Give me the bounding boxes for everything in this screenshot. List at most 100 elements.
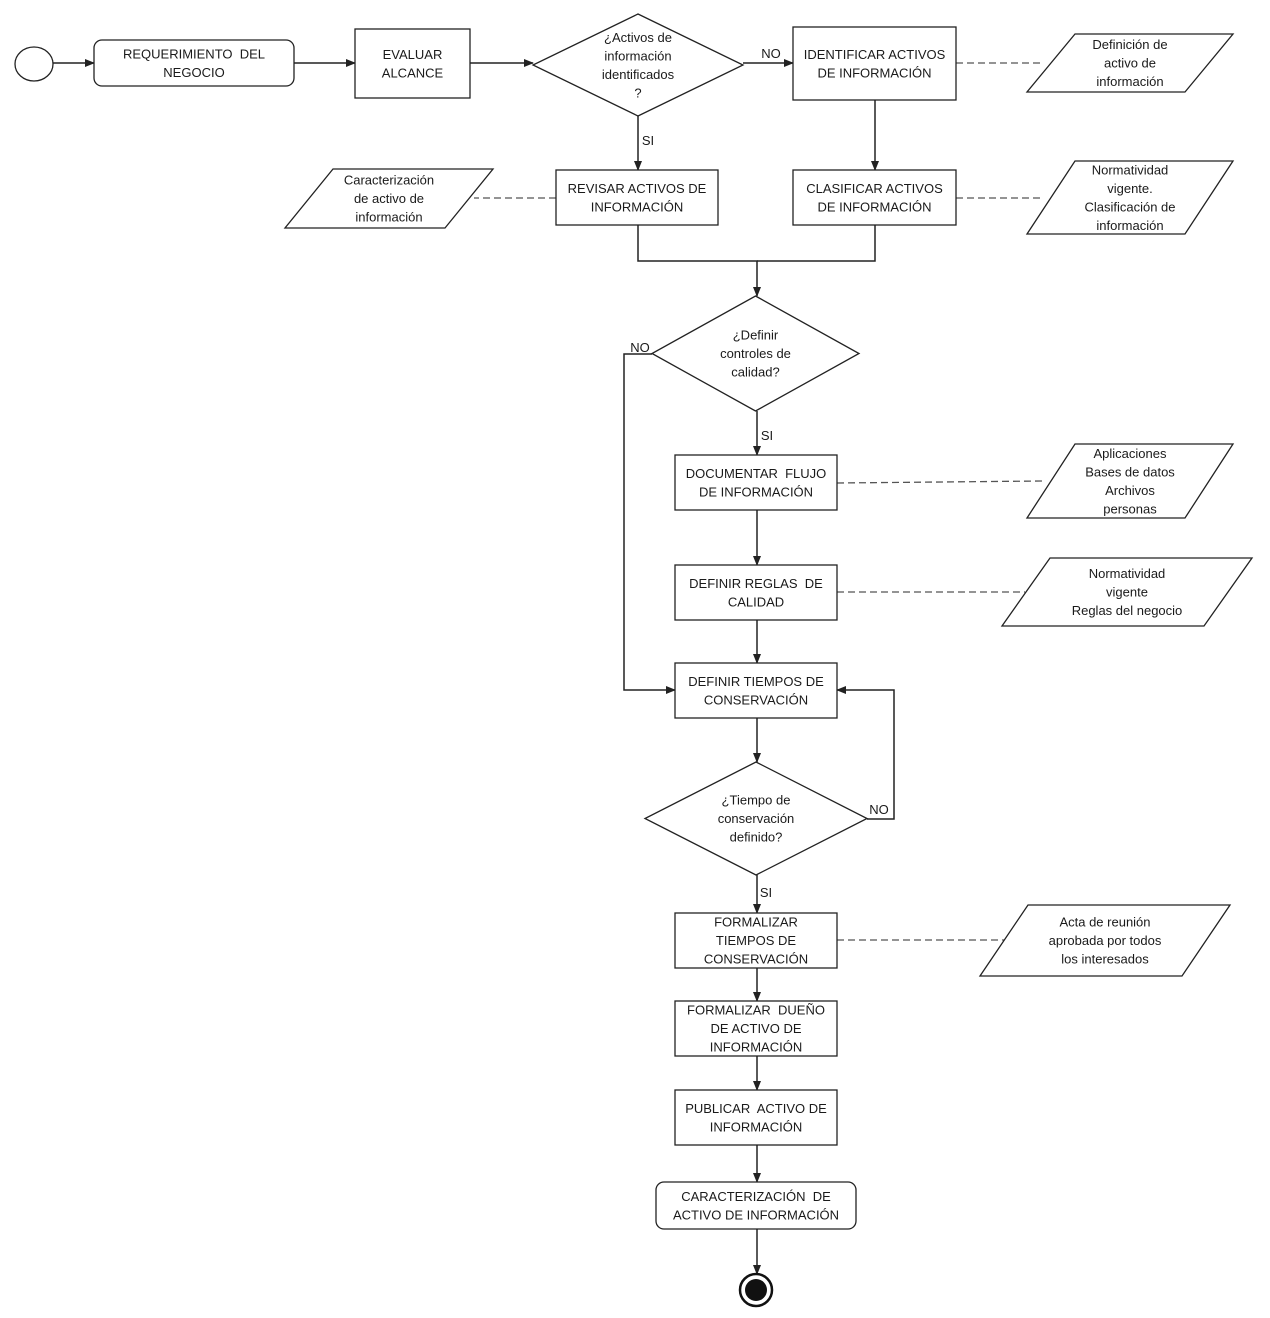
data-parallelogram <box>978 904 1232 977</box>
node-label-line: Normatividad <box>1092 162 1169 177</box>
connector-e-dectiempo-loop <box>836 686 895 820</box>
process-shape <box>354 28 471 99</box>
node-label-line: ¿Definir <box>733 328 779 343</box>
connector-label-e-dectiempo-formal: SI <box>760 885 772 900</box>
node-requerimiento: REQUERIMIENTO DEL NEGOCIO <box>93 39 295 87</box>
node-reglas: DEFINIR REGLAS DE CALIDAD <box>674 564 838 621</box>
node-revisar: REVISAR ACTIVOS DE INFORMACIÓN <box>555 169 719 226</box>
node-label-line: DOCUMENTAR FLUJO <box>686 466 827 481</box>
node-label-line: DEFINIR TIEMPOS DE <box>688 674 824 689</box>
node-label-line: personas <box>1103 501 1157 516</box>
rounded-activity-shape <box>93 39 295 87</box>
end-event-icon <box>745 1279 767 1301</box>
connectors <box>53 59 1044 1275</box>
node-label-line: DE INFORMACIÓN <box>699 484 813 499</box>
data-parallelogram <box>1025 443 1235 519</box>
process-shape <box>674 1000 838 1057</box>
node-label-line: los interesados <box>1061 952 1149 967</box>
node-label-line: DE INFORMACIÓN <box>817 199 931 214</box>
node-label-line: información <box>355 210 422 225</box>
node-dec-controles: ¿Definir controles de calidad? <box>650 295 861 412</box>
node-label-line: Acta de reunión <box>1059 915 1150 930</box>
connector-label-e-dectiempo-loop: NO <box>869 802 889 817</box>
node-label-line: Reglas del negocio <box>1072 603 1183 618</box>
process-shape <box>674 1089 838 1146</box>
connector-e-controles-tiempos <box>623 353 676 694</box>
association-a-doc-apl <box>836 480 1044 484</box>
start-event-icon <box>14 46 54 82</box>
connector-label-e-controles-tiempos: NO <box>630 340 650 355</box>
node-label-line: Aplicaciones <box>1094 446 1167 461</box>
process-shape <box>792 169 957 226</box>
node-end <box>738 1272 774 1308</box>
node-documentar: DOCUMENTAR FLUJO DE INFORMACIÓN <box>674 454 838 511</box>
node-label-line: DE ACTIVO DE <box>710 1021 801 1036</box>
node-doc-caracterizacion: Caracterización de activo de información <box>283 168 495 229</box>
node-identificar: IDENTIFICAR ACTIVOS DE INFORMACIÓN <box>792 26 957 101</box>
node-label-line: INFORMACIÓN <box>591 199 683 214</box>
node-label-line: CALIDAD <box>728 594 784 609</box>
decision-diamond <box>650 295 861 412</box>
node-label-line: Caracterización <box>344 173 434 188</box>
node-label-line: DE INFORMACIÓN <box>817 65 931 80</box>
node-label-line: Archivos <box>1105 483 1155 498</box>
node-label-line: DEFINIR REGLAS DE <box>689 576 823 591</box>
node-label-line: Bases de datos <box>1085 464 1175 479</box>
node-label-line: Clasificación de <box>1084 199 1175 214</box>
node-label-line: vigente. <box>1107 181 1153 196</box>
node-label-line: información <box>1096 74 1163 89</box>
node-label-line: de activo de <box>354 191 424 206</box>
node-label-line: INFORMACIÓN <box>710 1119 802 1134</box>
process-shape <box>792 26 957 101</box>
node-label-line: vigente <box>1106 585 1148 600</box>
node-doc-normatividad: Normatividad vigente. Clasificación de info… <box>1025 160 1235 235</box>
node-label-line: FORMALIZAR <box>714 915 798 930</box>
node-label-line: aprobada por todos <box>1049 933 1162 948</box>
process-shape <box>674 454 838 511</box>
node-label-line: ALCANCE <box>382 65 444 80</box>
data-parallelogram <box>1000 557 1254 627</box>
node-label-line: CARACTERIZACIÓN DE <box>681 1189 831 1204</box>
node-label-line: ? <box>634 85 641 100</box>
node-publicar: PUBLICAR ACTIVO DE INFORMACIÓN <box>674 1089 838 1146</box>
rounded-activity-shape <box>655 1181 857 1230</box>
node-label-line: CONSERVACIÓN <box>704 952 808 967</box>
data-parallelogram <box>283 168 495 229</box>
node-label-line: información <box>1096 218 1163 233</box>
node-label-line: ACTIVO DE INFORMACIÓN <box>673 1207 839 1222</box>
process-shape <box>674 912 838 969</box>
node-label-line: conservación <box>718 811 795 826</box>
node-label-line: ¿Activos de <box>604 30 672 45</box>
node-start <box>14 46 54 82</box>
node-label-line: IDENTIFICAR ACTIVOS <box>804 47 946 62</box>
node-label-line: definido? <box>730 830 783 845</box>
node-label-line: identificados <box>602 67 675 82</box>
decision-diamond <box>531 13 745 117</box>
node-label-line: REQUERIMIENTO DEL <box>123 46 265 61</box>
node-label-line: CLASIFICAR ACTIVOS <box>806 181 943 196</box>
process-shape <box>555 169 719 226</box>
data-parallelogram <box>1025 160 1235 235</box>
node-label-line: activo de <box>1104 56 1156 71</box>
node-label-line: PUBLICAR ACTIVO DE <box>685 1101 827 1116</box>
node-label-line: controles de <box>720 346 791 361</box>
connector-e-revisar-merge <box>637 225 761 297</box>
connector-label-e-controles-doc: SI <box>761 428 773 443</box>
connector-label-e-dec-ident: NO <box>761 46 781 61</box>
node-label-line: REVISAR ACTIVOS DE <box>568 181 707 196</box>
node-label-line: NEGOCIO <box>163 65 224 80</box>
decision-diamond <box>643 761 869 876</box>
node-label-line: calidad? <box>731 365 779 380</box>
node-label-line: INFORMACIÓN <box>710 1040 802 1055</box>
node-clasificar: CLASIFICAR ACTIVOS DE INFORMACIÓN <box>792 169 957 226</box>
